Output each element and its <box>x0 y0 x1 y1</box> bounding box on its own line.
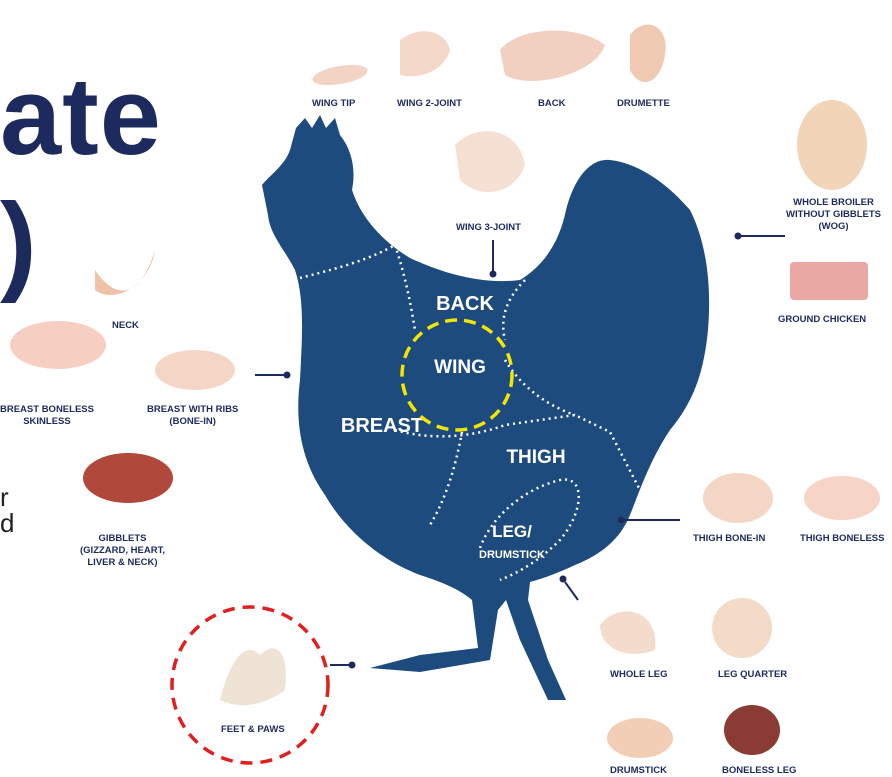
thigh-bone-in-image <box>703 473 773 523</box>
thigh-boneless-label: THIGH BONELESS <box>800 533 884 545</box>
breast-with-ribs-line-2: (BONE-IN) <box>147 416 238 428</box>
wing-3-joint-label: WING 3-JOINT <box>456 222 521 234</box>
whole-broiler-line-1: WHOLE BROILER <box>786 197 881 209</box>
gibblets-line-2: (GIZZARD, HEART, <box>80 545 165 557</box>
chicken-silhouette <box>262 115 709 700</box>
breast-region-label: BREAST <box>341 415 423 437</box>
breast-boneless-label: BREAST BONELESS SKINLESS <box>0 404 94 428</box>
feet-paws-label: FEET & PAWS <box>221 724 285 736</box>
thigh-bone-in-label: THIGH BONE-IN <box>693 533 765 545</box>
drumstick-image <box>607 718 673 758</box>
boneless-leg-label: BONELESS LEG <box>722 765 796 777</box>
breast-boneless-line-2: SKINLESS <box>0 416 94 428</box>
leg-region-label: LEG/ <box>492 522 532 541</box>
neck-label: NECK <box>112 320 139 332</box>
wing-tip-label: WING TIP <box>312 98 355 110</box>
breast-with-ribs-label: BREAST WITH RIBS (BONE-IN) <box>147 404 238 428</box>
thigh-region-label: THIGH <box>506 447 565 468</box>
gibblets-line-3: LIVER & NECK) <box>80 557 165 569</box>
whole-broiler-label: WHOLE BROILER WITHOUT GIBBLETS (WOG) <box>786 197 881 233</box>
breast-with-ribs-line-1: BREAST WITH RIBS <box>147 404 238 416</box>
boneless-leg-image <box>724 705 780 755</box>
breast-boneless-image <box>10 321 106 369</box>
whole-broiler-line-2: WITHOUT GIBBLETS <box>786 209 881 221</box>
breast-boneless-line-1: BREAST BONELESS <box>0 404 94 416</box>
leg-quarter-label: LEG QUARTER <box>718 669 787 681</box>
back-region-label: BACK <box>436 293 494 315</box>
ground-chicken-image <box>790 262 868 300</box>
back-cut-label: BACK <box>538 98 565 110</box>
drumstick-region-label: DRUMSTICK <box>479 549 545 561</box>
wing-3-joint-image <box>455 131 525 192</box>
wing-region-label: WING <box>434 357 486 378</box>
drumette-image <box>630 25 666 82</box>
wing-2-joint-image <box>400 31 450 76</box>
ground-chicken-label: GROUND CHICKEN <box>778 314 866 326</box>
feet-paws-image <box>220 648 286 705</box>
whole-leg-image <box>600 611 655 653</box>
gibblets-label: GIBBLETS (GIZZARD, HEART, LIVER & NECK) <box>80 533 165 569</box>
wing-2-joint-label: WING 2-JOINT <box>397 98 462 110</box>
whole-leg-label: WHOLE LEG <box>610 669 668 681</box>
wing-tip-image <box>311 61 369 88</box>
gibblets-image <box>83 453 173 503</box>
leg-quarter-image <box>712 598 772 658</box>
back-image <box>500 31 605 81</box>
neck-image <box>95 250 155 295</box>
whole-broiler-line-3: (WOG) <box>786 221 881 233</box>
drumette-label: DRUMETTE <box>617 98 670 110</box>
thigh-boneless-image <box>804 476 880 520</box>
gibblets-line-1: GIBBLETS <box>80 533 165 545</box>
drumstick-cut-label: DRUMSTICK <box>610 765 667 777</box>
whole-broiler-image <box>797 100 867 190</box>
breast-with-ribs-image <box>155 350 235 390</box>
